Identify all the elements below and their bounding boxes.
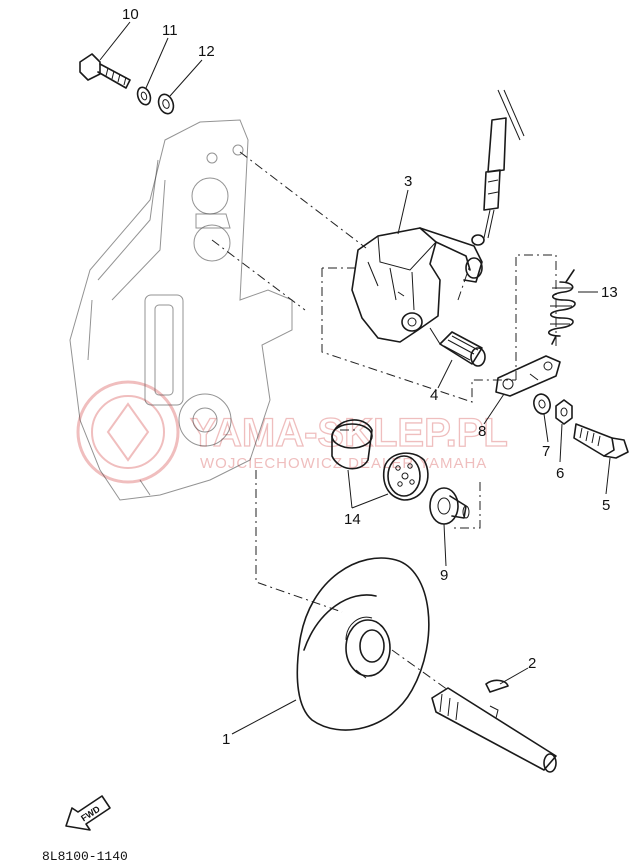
- callout-2: 2: [528, 655, 536, 672]
- callout-leaders: [99, 21, 611, 735]
- callout-6: 6: [556, 465, 564, 482]
- watermark-emblem-icon: [76, 380, 180, 484]
- callout-1: 1: [222, 731, 230, 748]
- callout-10: 10: [122, 6, 139, 23]
- woodruff-key-2: [485, 679, 509, 693]
- collar-4: [429, 327, 486, 367]
- part-code: 8L8100-1140: [42, 849, 128, 864]
- callout-11: 11: [162, 22, 178, 39]
- washer-12: [157, 93, 175, 115]
- disc-9: [429, 487, 470, 525]
- callout-14: 14: [344, 511, 361, 528]
- lever-bracket-3: [351, 227, 483, 343]
- callout-8: 8: [478, 423, 486, 440]
- callout-13: 13: [601, 284, 618, 301]
- callout-numbers: 10 11 12 3 13 4 8 7 6 5 14 9 2 1: [122, 6, 618, 748]
- fwd-arrow-icon: FWD: [65, 795, 111, 831]
- pulley-1: [296, 557, 430, 731]
- callout-12: 12: [198, 43, 215, 60]
- washer-7: [533, 393, 551, 415]
- crankcase-housing: [69, 119, 293, 501]
- callout-3: 3: [404, 173, 412, 190]
- spring-13: [547, 269, 576, 345]
- plug-14: [331, 419, 429, 501]
- throttle-cable: [471, 89, 525, 246]
- bolt-5: [573, 423, 629, 459]
- callout-5: 5: [602, 497, 610, 514]
- nut-6: [555, 399, 573, 425]
- watermark: YAMA-SKLEP.PL WOJCIECHOWICZ DEALER YAMAH…: [76, 380, 509, 484]
- lock-washer-11: [136, 86, 152, 106]
- callout-4: 4: [430, 387, 438, 404]
- link-arm-8: [495, 355, 561, 397]
- shaft: [431, 687, 557, 773]
- watermark-tagline: WOJCIECHOWICZ DEALER YAMAHA: [200, 455, 487, 472]
- bolt-10: [79, 53, 131, 89]
- callout-9: 9: [440, 567, 448, 584]
- callout-7: 7: [542, 443, 550, 460]
